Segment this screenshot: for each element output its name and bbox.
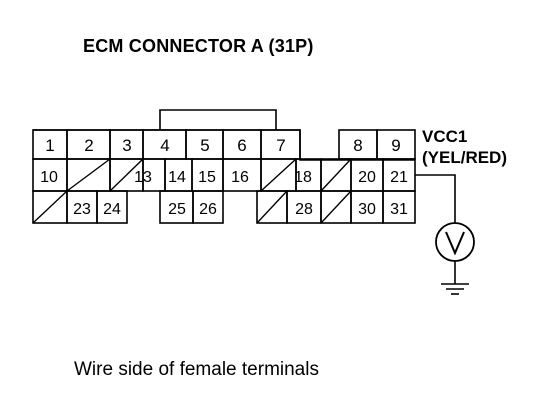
pin-30-label: 30 — [358, 201, 376, 218]
probe-label-signal: VCC1 — [422, 127, 467, 146]
pin-14-label: 14 — [168, 169, 186, 186]
connector-title: ECM CONNECTOR A (31P) — [83, 36, 314, 56]
row3-cells — [32, 190, 416, 224]
pin-8-label: 8 — [353, 136, 362, 155]
ground-icon — [441, 261, 469, 295]
row3-labels: 23 24 25 26 28 30 31 — [73, 201, 408, 218]
pin-23-label: 23 — [73, 201, 91, 218]
connector-lock-tab — [159, 109, 277, 130]
pin-9-label: 9 — [391, 136, 400, 155]
pin-31-label: 31 — [390, 201, 408, 218]
probe-label: VCC1 (YEL/RED) — [422, 127, 507, 167]
pin-5-label: 5 — [200, 136, 209, 155]
pin-4-label: 4 — [160, 136, 169, 155]
probe-lead — [415, 174, 456, 223]
empty-cavity-slashes — [32, 158, 352, 224]
row2-labels: 10 13 14 15 16 18 20 21 — [40, 169, 408, 186]
probe-label-wire-color: (YEL/RED) — [422, 148, 507, 167]
pin-13-label: 13 — [134, 169, 152, 186]
pin-26-label: 26 — [199, 201, 217, 218]
pin-7-label: 7 — [276, 136, 285, 155]
pin-10-label: 10 — [40, 169, 58, 186]
pin-15-label: 15 — [198, 169, 216, 186]
pin-1-label: 1 — [45, 136, 54, 155]
pin-3-label: 3 — [122, 136, 131, 155]
row1-labels: 1 2 3 4 5 6 7 8 9 — [45, 136, 400, 155]
pin-6-label: 6 — [237, 136, 246, 155]
pin-28-label: 28 — [295, 201, 313, 218]
pin-25-label: 25 — [168, 201, 186, 218]
voltmeter-icon — [435, 222, 475, 262]
pin-20-label: 20 — [358, 169, 376, 186]
pin-24-label: 24 — [103, 201, 121, 218]
pin-21-label: 21 — [390, 169, 408, 186]
pin-16-label: 16 — [231, 169, 249, 186]
pin-18-label: 18 — [294, 169, 312, 186]
view-caption: Wire side of female terminals — [74, 359, 319, 380]
row1-right-cells — [338, 129, 416, 160]
pin-2-label: 2 — [84, 136, 93, 155]
